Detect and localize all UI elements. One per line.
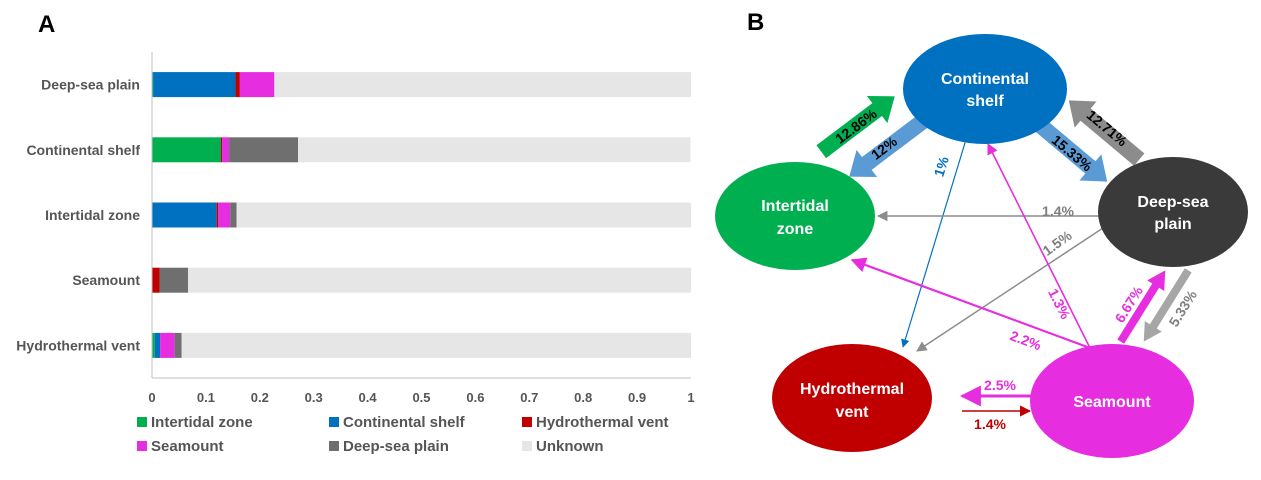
node-label-continental-line1: Continental <box>941 71 1029 88</box>
x-tick-label: 0.1 <box>197 390 215 405</box>
category-label: Deep-sea plain <box>41 77 140 93</box>
bar-segment <box>152 267 160 293</box>
bar-segment <box>220 137 223 163</box>
panel-letter-a: A <box>38 11 55 38</box>
bar-segment <box>218 202 231 228</box>
legend-swatch <box>522 417 532 427</box>
legend-label: Unknown <box>536 438 604 455</box>
flow-arrow-deepsea-to-seamount <box>1143 268 1192 342</box>
bar-segment <box>216 202 219 228</box>
category-label: Intertidal zone <box>45 207 140 223</box>
category-label: Seamount <box>72 272 140 288</box>
legend-label: Continental shelf <box>343 414 466 431</box>
flow-label-seamount-to-hydrothermal: 2.5% <box>984 377 1016 393</box>
flow-arrow-seamount-to-deepsea <box>1117 270 1166 344</box>
flow-label-continental-to-hydrothermal: 1% <box>931 154 952 179</box>
legend-swatch <box>329 417 339 427</box>
x-tick-label: 1 <box>687 390 694 405</box>
bar-segment <box>152 137 221 163</box>
node-continental-shelf <box>903 34 1067 144</box>
flow-arrow-deepsea-to-hydrothermal <box>916 227 1104 352</box>
flow-label-seamount-to-intertidal: 2.2% <box>1008 327 1044 353</box>
bar-segment <box>229 137 299 163</box>
bar-segment <box>181 332 691 358</box>
flow-label-hydrothermal-to-seamount: 1.4% <box>974 416 1006 432</box>
bar-segment <box>159 267 189 293</box>
bar-segment <box>222 137 230 163</box>
x-tick-label: 0.2 <box>251 390 269 405</box>
bar-segment <box>235 72 240 98</box>
flow-arrow-continental-to-hydrothermal <box>901 132 969 348</box>
node-seamount <box>1030 344 1194 458</box>
x-tick-label: 0.8 <box>574 390 592 405</box>
x-tick-labels: 0 0.1 0.2 0.3 0.4 0.5 0.6 0.7 0.8 0.9 1 <box>148 390 694 405</box>
bar-segment <box>174 332 182 358</box>
x-tick-label: 0.5 <box>412 390 430 405</box>
x-tick-label: 0.9 <box>628 390 646 405</box>
node-intertidal-zone <box>715 162 875 270</box>
category-label: Continental shelf <box>26 142 140 158</box>
flow-arrow-seamount-to-continental <box>987 142 1091 349</box>
category-label: Hydrothermal vent <box>16 337 140 353</box>
bar-segment <box>152 202 217 228</box>
bar-group <box>152 72 692 358</box>
legend-label: Deep-sea plain <box>343 438 449 455</box>
bar-segment <box>154 332 161 358</box>
node-label-intertidal-line2: zone <box>777 221 814 238</box>
bar-segment <box>160 332 175 358</box>
flow-arrow-seamount-to-intertidal <box>850 257 1091 350</box>
bar-segment <box>230 202 237 228</box>
node-hydrothermal-vent <box>772 344 932 452</box>
x-tick-label: 0.7 <box>520 390 538 405</box>
x-tick-label: 0 <box>148 390 155 405</box>
flow-label-deepsea-to-intertidal: 1.4% <box>1042 203 1074 219</box>
flow-arrow-continental-to-intertidal <box>849 114 928 178</box>
flow-label-continental-to-deepsea: 15.33% <box>1049 132 1096 175</box>
flow-arrow-continental-to-deepsea <box>1031 116 1108 182</box>
node-label-deepsea-line1: Deep-sea <box>1137 194 1208 211</box>
flow-arrow-deepsea-to-continental <box>1068 100 1145 166</box>
legend-swatch <box>137 441 147 451</box>
flow-label-intertidal-to-continental: 12.86% <box>832 105 880 147</box>
bar-segment <box>188 267 691 293</box>
flow-diagram: Continental shelf Intertidal zone Deep-s… <box>715 34 1248 458</box>
legend-swatch <box>522 441 532 451</box>
bar-segment <box>274 72 691 98</box>
bar-segment <box>152 72 154 98</box>
legend-swatch <box>137 417 147 427</box>
flow-label-deepsea-to-hydrothermal: 1.5% <box>1039 227 1075 259</box>
x-tick-label: 0.3 <box>305 390 323 405</box>
flow-label-seamount-to-continental: 1.3% <box>1045 286 1074 322</box>
x-tick-label: 0.6 <box>466 390 484 405</box>
node-deep-sea-plain <box>1098 157 1248 267</box>
node-label-seamount: Seamount <box>1073 394 1151 411</box>
node-label-hydrothermal-line1: Hydrothermal <box>800 381 904 398</box>
bar-segment <box>152 332 155 358</box>
legend-swatch <box>329 441 339 451</box>
bar-segment <box>236 202 692 228</box>
bar-segment <box>239 72 275 98</box>
flow-arrow-intertidal-to-continental <box>816 95 895 159</box>
chart-legend: Intertidal zone Continental shelf Hydrothe… <box>137 414 669 455</box>
legend-label: Hydrothermal vent <box>536 414 669 431</box>
node-label-continental-line2: shelf <box>966 93 1004 110</box>
node-label-deepsea-line2: plain <box>1154 216 1191 233</box>
legend-label: Seamount <box>151 438 224 455</box>
node-label-intertidal-line1: Intertidal <box>761 198 829 215</box>
panel-letter-b: B <box>747 9 764 36</box>
node-label-hydrothermal-line2: vent <box>836 404 870 421</box>
x-tick-label: 0.4 <box>359 390 378 405</box>
bar-segment <box>153 72 236 98</box>
bar-segment <box>298 137 691 163</box>
legend-label: Intertidal zone <box>151 414 253 431</box>
